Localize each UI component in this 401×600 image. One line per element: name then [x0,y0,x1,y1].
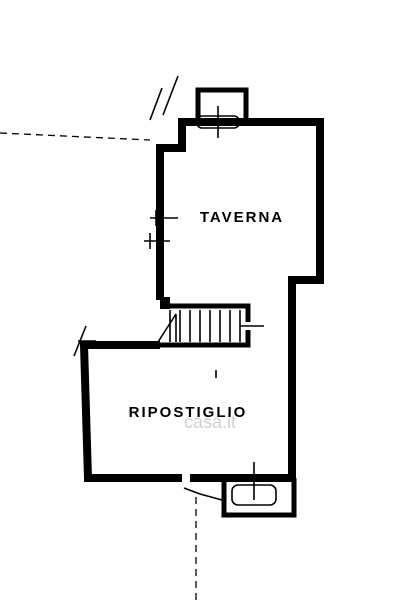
window-mark [149,75,179,121]
watermark-text: casa.it [184,412,236,432]
room-label-taverna: TAVERNA [200,209,284,226]
window-mark [144,233,170,249]
niche-outline [221,478,297,518]
taverna-walls [156,118,324,343]
room-label-ripostiglio: RIPOSTIGLIO [129,404,248,421]
door-mark [73,325,96,357]
dashed-boundary-line [0,132,151,141]
staircase [157,297,264,348]
vent-outline [195,87,249,122]
corner-mark [183,487,223,501]
window-mark [150,210,178,226]
niche-mark [240,462,268,500]
